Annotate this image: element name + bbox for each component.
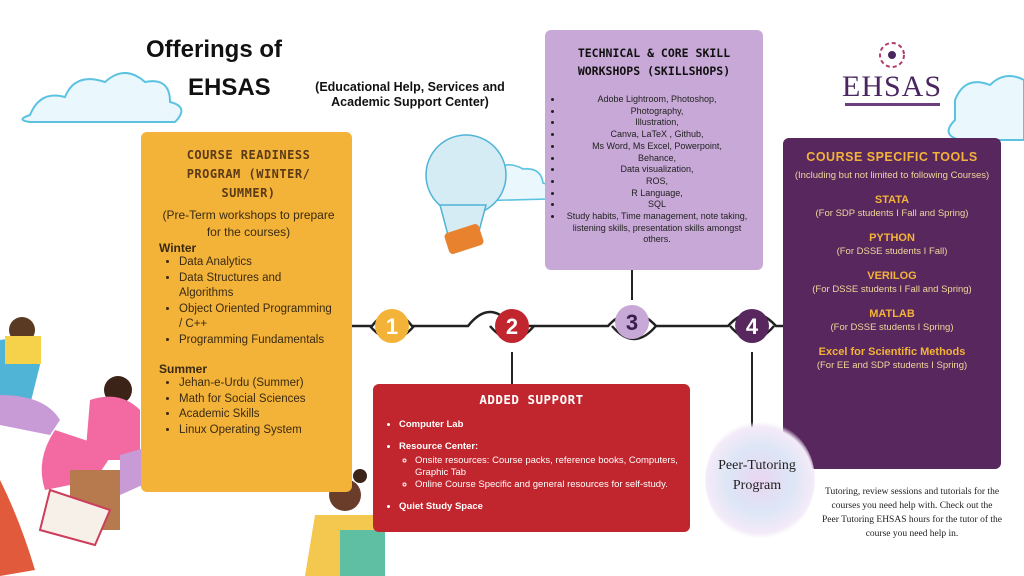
tool-name: Excel for Scientific Methods	[818, 346, 966, 358]
tool-name: STATA	[874, 194, 910, 206]
cloud-right-icon	[947, 75, 1024, 141]
added-support-card: ADDED SUPPORT Computer Lab Resource Cent…	[373, 384, 690, 532]
resource-center-label: Resource Center:	[399, 441, 479, 452]
course-tools-title: COURSE SPECIFIC TOOLS	[806, 150, 978, 164]
tool-desc: (For DSSE students I Spring)	[830, 322, 954, 333]
tool-name: VERILOG	[867, 270, 917, 282]
tool-desc: (For DSSE students I Fall and Spring)	[812, 284, 972, 295]
svg-text:2: 2	[506, 314, 518, 339]
title-line-2: EHSAS	[188, 74, 271, 101]
skillshops-list: Adobe Lightroom, Photoshop, Photography,…	[563, 94, 755, 246]
logo-underline	[845, 103, 940, 106]
summer-label: Summer	[159, 362, 208, 376]
tool-desc: (For SDP students I Fall and Spring)	[815, 208, 969, 219]
resource-sublist: Onsite resources: Course packs, referenc…	[415, 455, 678, 491]
list-item: Data Analytics	[179, 255, 338, 271]
tool-name: PYTHON	[869, 232, 915, 244]
svg-text:1: 1	[386, 314, 398, 339]
list-item: Study habits, Time management, note taki…	[563, 211, 755, 246]
step-4-marker: 4	[735, 309, 769, 343]
tool-desc: (For EE and SDP students I Spring)	[816, 360, 968, 371]
list-item: Data visualization,	[563, 164, 755, 176]
list-item: ROS,	[563, 176, 755, 188]
skillshops-card: TECHNICAL & CORE SKILL WORKSHOPS (SKILLS…	[545, 30, 763, 270]
list-item: Math for Social Sciences	[179, 392, 338, 408]
lightbulb-icon	[425, 134, 507, 254]
ehsas-logo: EHSAS	[842, 70, 943, 103]
list-item: R Language,	[563, 188, 755, 200]
list-item: Object Oriented Programming / C++	[179, 302, 338, 333]
list-item: SQL	[563, 199, 755, 211]
course-readiness-intro: (Pre-Term workshops to prepare for the c…	[162, 208, 335, 239]
peer-tutoring-note: Tutoring, review sessions and tutorials …	[822, 487, 1002, 539]
skillshops-title: TECHNICAL & CORE SKILL WORKSHOPS (SKILLS…	[577, 46, 731, 78]
winter-label: Winter	[159, 241, 197, 255]
list-item: Adobe Lightroom, Photoshop,	[563, 94, 755, 106]
step-1-marker: 1	[375, 309, 409, 343]
computer-lab-item: Computer Lab	[399, 419, 678, 431]
svg-text:4: 4	[746, 314, 759, 339]
list-item: Linux Operating System	[179, 423, 338, 439]
resource-center-item: Resource Center: Onsite resources: Cours…	[399, 441, 678, 491]
course-tools-subtitle: (Including but not limited to following …	[794, 170, 990, 181]
added-support-title: ADDED SUPPORT	[479, 392, 584, 407]
list-item: Academic Skills	[179, 407, 338, 423]
summer-list: Jehan-e-Urdu (Summer) Math for Social Sc…	[179, 376, 338, 438]
peer-tutoring-blob	[705, 420, 815, 540]
list-item: Photography,	[563, 106, 755, 118]
step-2-marker: 2	[495, 309, 529, 343]
title-subtitle: (Educational Help, Services and Academic…	[315, 80, 505, 109]
list-item: Canva, LaTeX , Github,	[563, 129, 755, 141]
tool-desc: (For DSSE students I Fall)	[836, 246, 948, 257]
list-item: Programming Fundamentals	[179, 333, 338, 349]
course-readiness-title: COURSE READINESS PROGRAM (WINTER/ SUMMER…	[186, 148, 311, 200]
tool-name: MATLAB	[869, 308, 915, 320]
cloud-left-icon	[21, 72, 183, 123]
list-item: Ms Word, Ms Excel, Powerpoint,	[563, 141, 755, 153]
student-reading-illustration	[0, 317, 60, 435]
peer-tutoring-title: Peer-Tutoring Program	[718, 458, 796, 493]
list-item: Data Structures and Algorithms	[179, 271, 338, 302]
svg-text:3: 3	[626, 310, 638, 335]
course-readiness-card: COURSE READINESS PROGRAM (WINTER/ SUMMER…	[141, 132, 352, 492]
winter-list: Data Analytics Data Structures and Algor…	[179, 255, 338, 348]
logo-mark-icon	[879, 42, 905, 68]
course-tools-card: COURSE SPECIFIC TOOLS (Including but not…	[783, 138, 1001, 469]
list-item: Onsite resources: Course packs, referenc…	[415, 455, 678, 479]
quiet-space-item: Quiet Study Space	[399, 501, 678, 513]
title-line-1: Offerings of	[146, 36, 282, 63]
step-3-marker: 3	[615, 305, 649, 339]
list-item: Illustration,	[563, 117, 755, 129]
list-item: Online Course Specific and general resou…	[415, 479, 678, 491]
list-item: Behance,	[563, 153, 755, 165]
added-support-list: Computer Lab Resource Center: Onsite res…	[399, 419, 678, 513]
list-item: Jehan-e-Urdu (Summer)	[179, 376, 338, 392]
